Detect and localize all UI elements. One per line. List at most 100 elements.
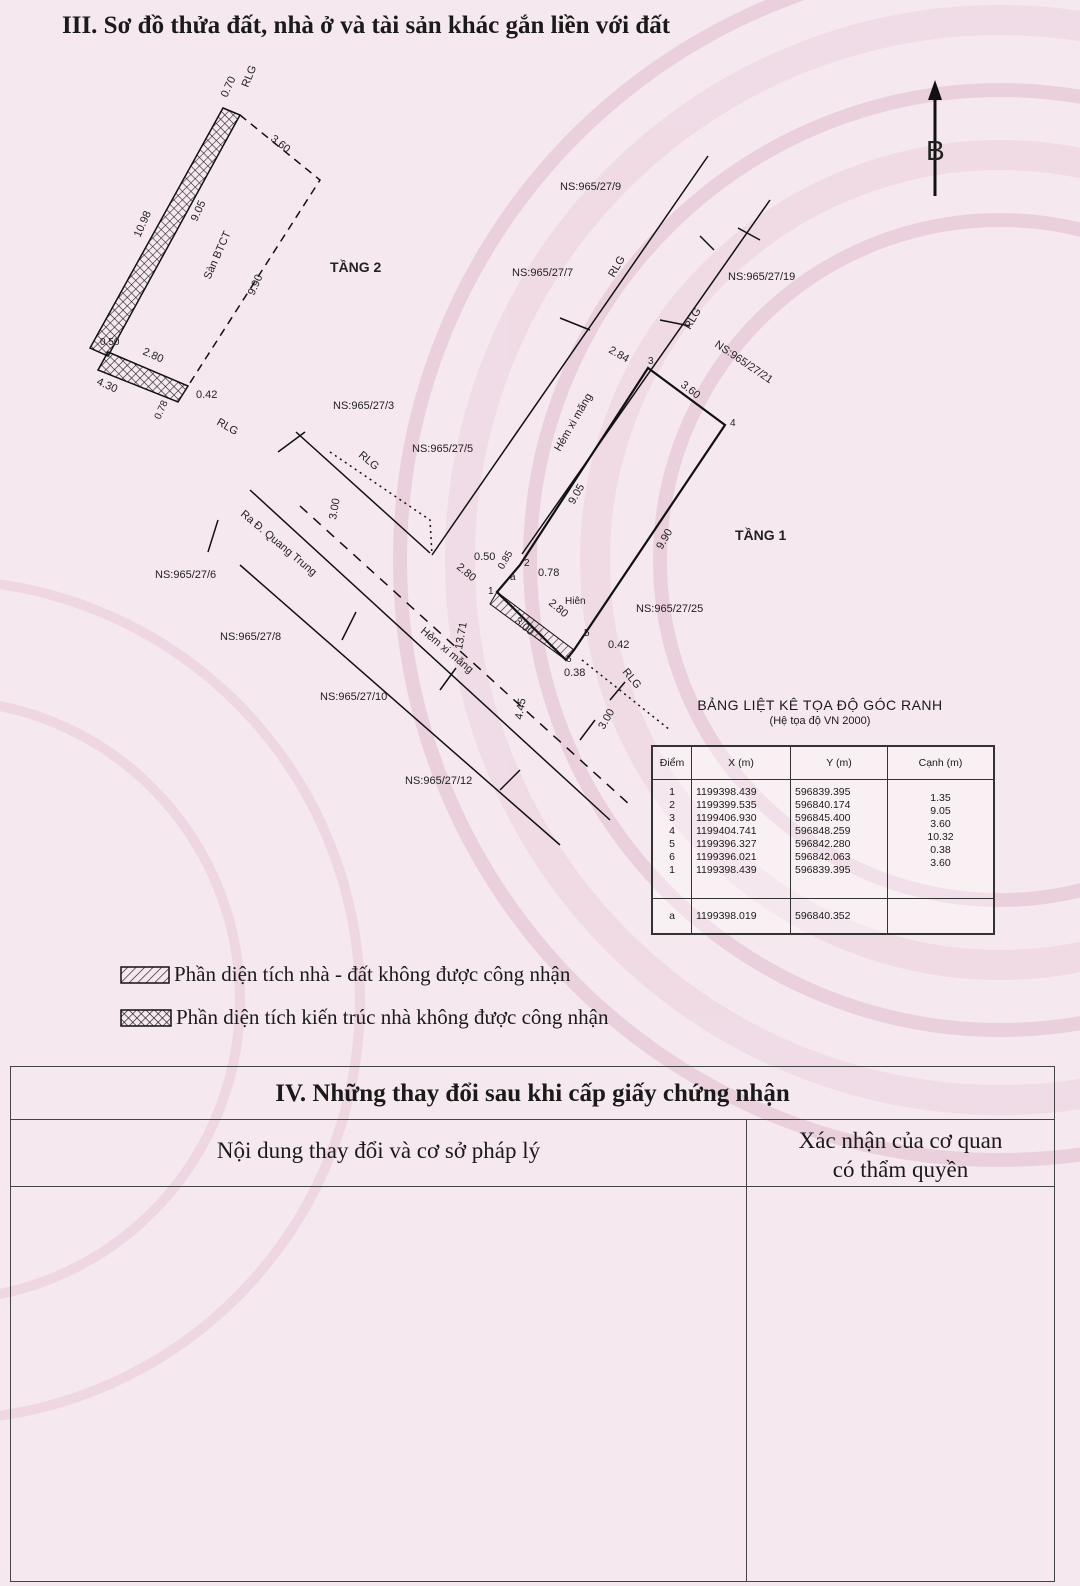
cell-canh: 9.05 (930, 805, 951, 817)
col-header-x: X (m) (691, 746, 791, 780)
col-header-confirmation-line2: có thẩm quyền (832, 1157, 969, 1182)
cell-y: 596848.259 (795, 825, 851, 837)
neighbor-3: NS:965/27/21 (712, 339, 774, 387)
dim-f1-15: 3.00 (596, 707, 617, 732)
neighbor-0: NS:965/27/9 (560, 181, 621, 193)
coord-table-title: BẢNG LIỆT KÊ TỌA ĐỘ GÓC RANH (697, 697, 943, 713)
cell-diem: 3 (669, 812, 675, 824)
cell-diem: a (651, 898, 692, 934)
cell-canh: 1.35 (930, 792, 951, 804)
legend-item-hatched: Phần diện tích nhà - đất không được công… (120, 962, 570, 987)
neighbor-1: NS:965/27/7 (512, 267, 573, 279)
dim-f1-4: 0.50 (474, 551, 495, 563)
legend-label-1: Phần diện tích nhà - đất không được công… (174, 962, 571, 986)
cell-x: 1199396.021 (696, 851, 757, 863)
dim-f1-14: 4.45 (513, 697, 529, 720)
dim-f2-8: 0.78 (153, 399, 171, 422)
dim-f2-6: 4.30 (95, 376, 119, 396)
rlg-label-1: RLG (240, 64, 260, 89)
dim-f2-2: 10.98 (132, 209, 154, 239)
dim-f2-0: 0.70 (219, 75, 239, 99)
san-btct-label: Sàn BTCT (202, 229, 234, 281)
dim-f1-12: 3.00 (327, 497, 343, 520)
coord-table-subtitle: (Hệ tọa độ VN 2000) (769, 715, 871, 727)
dim-f1-7: 2.80 (454, 561, 478, 584)
section-3-title: III. Sơ đồ thửa đất, nhà ở và tài sản kh… (62, 12, 671, 39)
north-arrow-icon (928, 80, 942, 196)
dim-f2-5: 2.80 (141, 346, 165, 366)
floor-1-label: TẦNG 1 (735, 527, 787, 543)
hem-xi-mang-label-1: Hẻm xi măng (552, 391, 595, 453)
cell-canh: 3.60 (930, 818, 951, 830)
point-3: 3 (648, 356, 654, 367)
dim-f1-3: 9.90 (654, 527, 675, 552)
neighbor-7: NS:965/27/8 (220, 631, 281, 643)
col-header-canh: Cạnh (m) (887, 746, 995, 780)
changes-table: IV. Những thay đổi sau khi cấp giấy chứn… (10, 1066, 1055, 1582)
cell-y: 596842.280 (795, 838, 851, 850)
col-header-confirmation: Xác nhận của cơ quan có thẩm quyền (747, 1120, 1054, 1186)
cell-x: 1199396.327 (696, 838, 757, 850)
neighbor-4: NS:965/27/3 (333, 400, 394, 412)
cell-canh: 10.32 (927, 831, 954, 843)
point-1: 1 (488, 586, 494, 597)
col-header-diem: Điểm (651, 746, 692, 780)
floor-2-label: TẦNG 2 (330, 259, 382, 275)
neighbor-10: NS:965/27/25 (636, 603, 703, 615)
cell-x: 1199399.535 (696, 799, 757, 811)
cell-canh: 0.38 (930, 844, 951, 856)
legend-item-crosshatched: Phần diện tích kiến trúc nhà không được … (120, 1005, 608, 1030)
north-label: B (926, 135, 945, 166)
hatch-swatch-icon (120, 965, 170, 984)
cell-y: 596839.395 (795, 864, 851, 876)
dim-f2-7: 0.42 (196, 389, 217, 401)
point-6: 6 (566, 654, 572, 665)
cell-x: 1199404.741 (696, 825, 757, 837)
point-a: a (510, 572, 516, 583)
coordinate-table: Điểm X (m) Y (m) Cạnh (m) 1 2 3 4 5 6 1 … (651, 745, 995, 935)
cell-diem: 5 (669, 838, 675, 850)
col-header-confirmation-line1: Xác nhận của cơ quan (798, 1128, 1003, 1153)
col-header-y: Y (m) (790, 746, 888, 780)
changes-table-body (11, 1187, 1054, 1581)
cell-x: 1199406.930 (696, 812, 757, 824)
neighbor-5: NS:965/27/5 (412, 443, 473, 455)
legend-label-2: Phần diện tích kiến trúc nhà không được … (176, 1005, 609, 1029)
coord-table-heading: BẢNG LIỆT KÊ TỌA ĐỘ GÓC RANH (Hệ tọa độ … (650, 697, 990, 727)
dim-f2-9: 0.50 (100, 337, 120, 348)
dim-f1-11: 0.38 (564, 667, 585, 679)
point-4: 4 (730, 418, 736, 429)
changes-confirmation-cell (747, 1187, 1054, 1581)
neighbor-8: NS:965/27/10 (320, 691, 387, 703)
crosshatch-swatch-icon (120, 1008, 172, 1027)
point-5: 5 (584, 628, 590, 639)
dim-f1-5: 0.85 (496, 549, 515, 572)
section-4-title: IV. Những thay đổi sau khi cấp giấy chứn… (11, 1067, 1054, 1120)
cell-x: 1199398.439 (696, 786, 757, 798)
cell-y: 596840.174 (795, 799, 851, 811)
hien-label: Hiên (565, 596, 586, 607)
rlg-label-5: RLG (356, 449, 381, 473)
cell-diem: 2 (669, 799, 675, 811)
rlg-label-4: RLG (682, 306, 704, 332)
cell-x: 1199398.439 (696, 864, 757, 876)
neighbor-2: NS:965/27/19 (728, 271, 795, 283)
rlg-label-2: RLG (215, 416, 241, 438)
cell-y: 596842.063 (795, 851, 851, 863)
dim-f1-10: 0.42 (608, 639, 629, 651)
dim-f1-0: 2.84 (607, 344, 632, 365)
ra-quang-trung-label: Ra Đ. Quang Trung (238, 508, 319, 579)
cell-diem: 1 (669, 786, 675, 798)
dim-f2-1: 3.60 (268, 133, 292, 156)
land-plot-diagram: B TẦNG 2 Sàn BTCT 0.70 RLG 3.60 10.98 9.… (88, 64, 945, 846)
cell-diem: 6 (669, 851, 675, 863)
cell-y: 596845.400 (795, 812, 851, 824)
cell-y: 596839.395 (795, 786, 851, 798)
dim-f1-6: 0.78 (538, 567, 559, 579)
dim-f2-4: 9.90 (246, 273, 266, 297)
dim-f1-13: 13.71 (453, 621, 470, 650)
cell-y: 596840.352 (790, 898, 888, 934)
point-2: 2 (524, 558, 530, 569)
cell-x: 1199398.019 (691, 898, 791, 934)
